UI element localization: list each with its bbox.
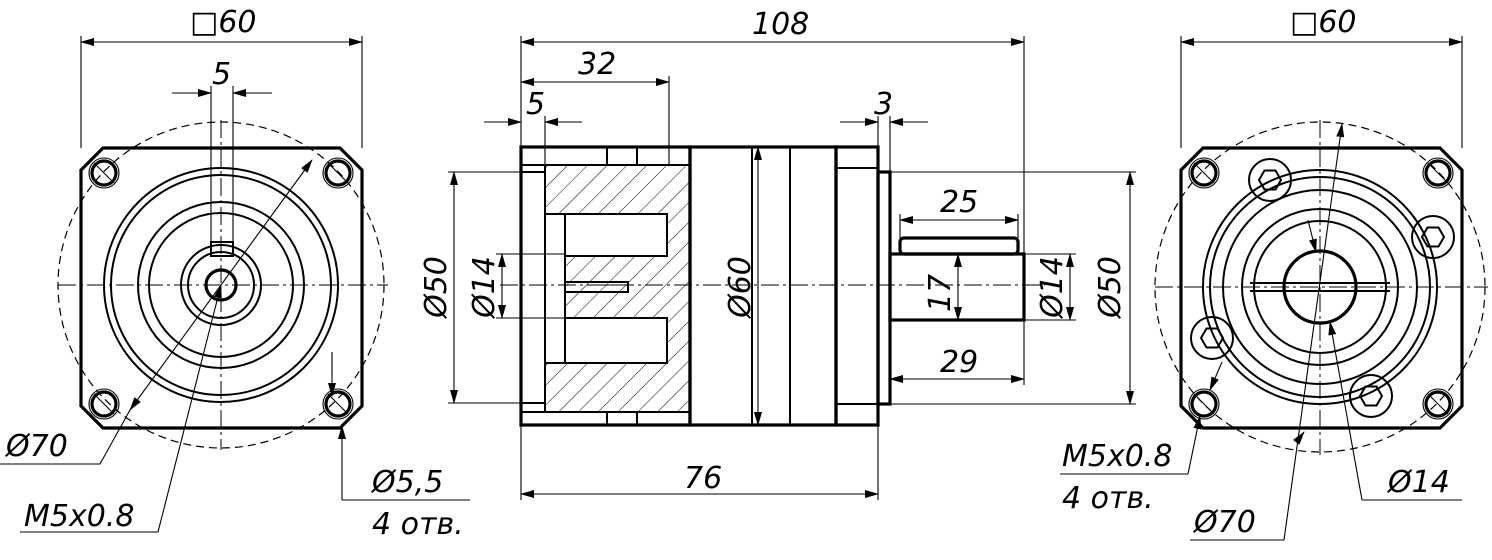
rear-view <box>1060 36 1488 541</box>
rear-screws <box>1190 158 1455 418</box>
front-key-width-label: 5 <box>212 57 231 92</box>
side-key-length-label: 25 <box>940 185 978 220</box>
front-pcd-label: Ø70 <box>4 429 68 464</box>
side-output-flange <box>834 145 880 427</box>
side-output-pilot-label: Ø50 <box>1093 256 1128 320</box>
side-body <box>688 145 838 427</box>
side-input-pilot-label: Ø50 <box>419 256 454 320</box>
front-square-label: □60 <box>190 5 257 40</box>
side-view-labels: 108 32 5 3 25 17 29 76 Ø50 Ø14 Ø60 Ø14 Ø… <box>419 7 1128 496</box>
side-shoulder-label: 3 <box>874 87 893 122</box>
side-key-height-label: 17 <box>923 274 958 312</box>
side-shaft-length-label: 29 <box>940 345 978 380</box>
rear-square-label: □60 <box>1290 5 1357 40</box>
side-key <box>898 236 1020 256</box>
side-total-length-label: 108 <box>752 7 809 42</box>
rear-hole-count-label: 4 отв. <box>1062 481 1154 516</box>
front-hole-count-label: 4 отв. <box>372 507 464 542</box>
front-view-labels: □60 5 Ø70 M5x0.8 Ø5,5 4 отв. <box>4 5 464 542</box>
front-thread-label: M5x0.8 <box>24 499 134 534</box>
front-corner-holes <box>88 157 354 420</box>
side-view <box>448 36 1136 500</box>
side-pilot <box>876 170 892 406</box>
side-hatching <box>545 165 690 412</box>
front-hole-dia-label: Ø5,5 <box>370 465 443 500</box>
rear-pcd-label: Ø70 <box>1192 505 1256 540</box>
side-body-dia-label: Ø60 <box>723 256 758 320</box>
rear-corner-holes <box>1188 157 1454 420</box>
front-view <box>0 36 470 533</box>
side-input-bore-label: Ø14 <box>467 256 502 320</box>
side-output-shaft-label: Ø14 <box>1035 256 1070 320</box>
rear-bore-label: Ø14 <box>1386 465 1450 500</box>
side-body-length-label: 76 <box>684 461 722 496</box>
rear-thread-label: M5x0.8 <box>1062 439 1172 474</box>
rear-view-labels: □60 M5x0.8 4 отв. Ø70 Ø14 <box>1062 5 1450 540</box>
side-flange-depth-label: 32 <box>578 47 616 82</box>
side-pilot-depth-label: 5 <box>526 87 545 122</box>
rear-flange-outline <box>1179 146 1464 430</box>
